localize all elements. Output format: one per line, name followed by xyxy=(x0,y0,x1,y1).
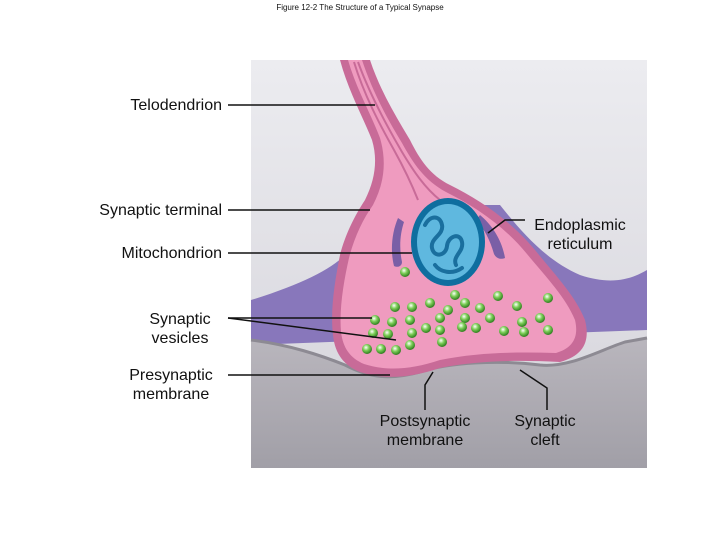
label-synaptic-cleft: Synaptic cleft xyxy=(500,412,590,450)
label-endoplasmic-line1: Endoplasmic xyxy=(534,217,626,234)
figure-caption: Figure 12-2 The Structure of a Typical S… xyxy=(276,3,444,12)
endoplasmic-reticulum-left xyxy=(391,218,404,267)
label-telodendrion: Telodendrion xyxy=(130,97,222,114)
label-cleft-line1: Synaptic xyxy=(514,413,576,430)
endoplasmic-reticulum-leader xyxy=(487,219,525,234)
label-presynaptic-membrane: Presynaptic membrane xyxy=(112,366,230,404)
leader-lines xyxy=(227,104,548,410)
label-presynaptic-line2: membrane xyxy=(132,386,210,403)
synaptic-vesicles-leader-b xyxy=(227,317,397,341)
postsynaptic-membrane-leader xyxy=(424,371,434,410)
label-synaptic-vesicles-line2: vesicles xyxy=(151,330,209,347)
label-cleft-line2: cleft xyxy=(530,432,560,449)
label-postsynaptic-line1: Postsynaptic xyxy=(379,413,471,430)
label-postsynaptic-membrane: Postsynaptic membrane xyxy=(360,412,490,450)
label-presynaptic-line1: Presynaptic xyxy=(129,367,213,384)
endoplasmic-reticulum-right xyxy=(476,215,505,259)
synaptic-vesicles xyxy=(362,267,553,355)
synaptic-cleft-leader xyxy=(519,369,548,410)
label-synaptic-terminal: Synaptic terminal xyxy=(99,202,222,219)
label-mitochondrion: Mitochondrion xyxy=(121,245,223,262)
postsynaptic-cell xyxy=(251,338,647,468)
label-postsynaptic-line2: membrane xyxy=(386,432,464,449)
label-synaptic-vesicles-line1: Synaptic xyxy=(149,311,211,328)
mitochondrion-cristae xyxy=(423,215,465,274)
label-endoplasmic-line2: reticulum xyxy=(547,236,613,253)
label-synaptic-vesicles: Synaptic vesicles xyxy=(130,310,230,348)
label-endoplasmic-reticulum: Endoplasmic reticulum xyxy=(515,216,645,254)
